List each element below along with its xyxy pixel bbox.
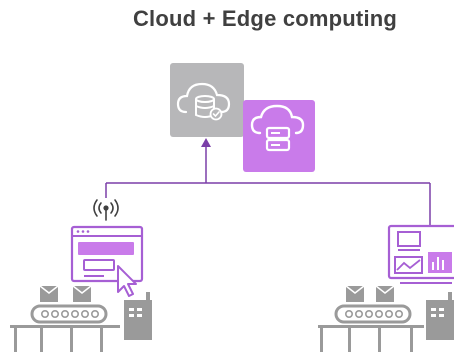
arrowhead-icon	[201, 138, 211, 147]
conveyor-machine-icon	[10, 285, 152, 352]
diagram-title: Cloud + Edge computing	[132, 6, 398, 31]
browser-cursor-icon	[70, 225, 144, 297]
conveyor-machine-icon	[318, 285, 454, 352]
dashboard-monitor-icon	[387, 224, 454, 284]
wireless-signal-icon	[93, 199, 119, 221]
connector-lines	[105, 146, 431, 226]
cloud-server-icon	[243, 100, 315, 172]
cloud-database-icon	[170, 63, 244, 137]
